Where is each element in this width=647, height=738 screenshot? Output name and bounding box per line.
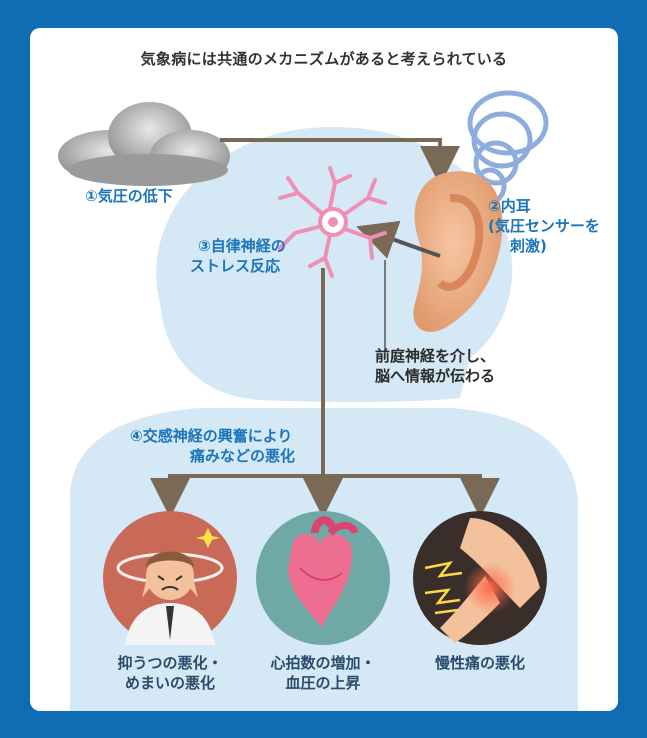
arrow-ear-to-nerve (356, 220, 441, 259)
joint-pain-icon (413, 511, 547, 645)
dizzy-person-icon (103, 511, 237, 645)
outcome-1-line1: 抑うつの悪化・ (117, 654, 223, 672)
step4-label-line2: 痛みなどの悪化 (190, 447, 296, 465)
diagram-frame: 気象病には共通のメカニズムがあると考えられている ①気圧の低下 ②内耳 (気圧セ… (30, 28, 618, 711)
outcome-1-line2: めまいの悪化 (124, 674, 215, 692)
step2-label-line2: (気圧センサーを (488, 217, 600, 235)
step4-label-line1: ④交感神経の興奮により (130, 427, 293, 445)
vestibular-label-line2: 脳へ情報が伝わる (375, 367, 496, 385)
step3-label-line1: ③自律神経の (198, 237, 286, 255)
outcome-2-line1: 心拍数の増加・ (270, 654, 376, 672)
step2-label-line1: ②内耳 (488, 197, 531, 215)
step3-label-line2: ストレス反応 (190, 257, 281, 275)
cloud-icon (58, 102, 230, 186)
step1-label: ①気圧の低下 (85, 187, 173, 205)
diagram-title: 気象病には共通のメカニズムがあると考えられている (140, 50, 508, 68)
nerve-cell-icon (278, 166, 387, 278)
outcome-2-line2: 血圧の上昇 (285, 674, 361, 692)
illustration-layer (58, 90, 549, 645)
heart-icon (256, 511, 390, 645)
outcome-3-line1: 慢性痛の悪化 (434, 654, 525, 672)
vestibular-label-line1: 前庭神経を介し、 (375, 347, 496, 365)
arrow-cloud-to-ear (220, 138, 460, 186)
step2-label-line3: 刺激) (510, 237, 547, 255)
ear-icon (413, 171, 503, 332)
